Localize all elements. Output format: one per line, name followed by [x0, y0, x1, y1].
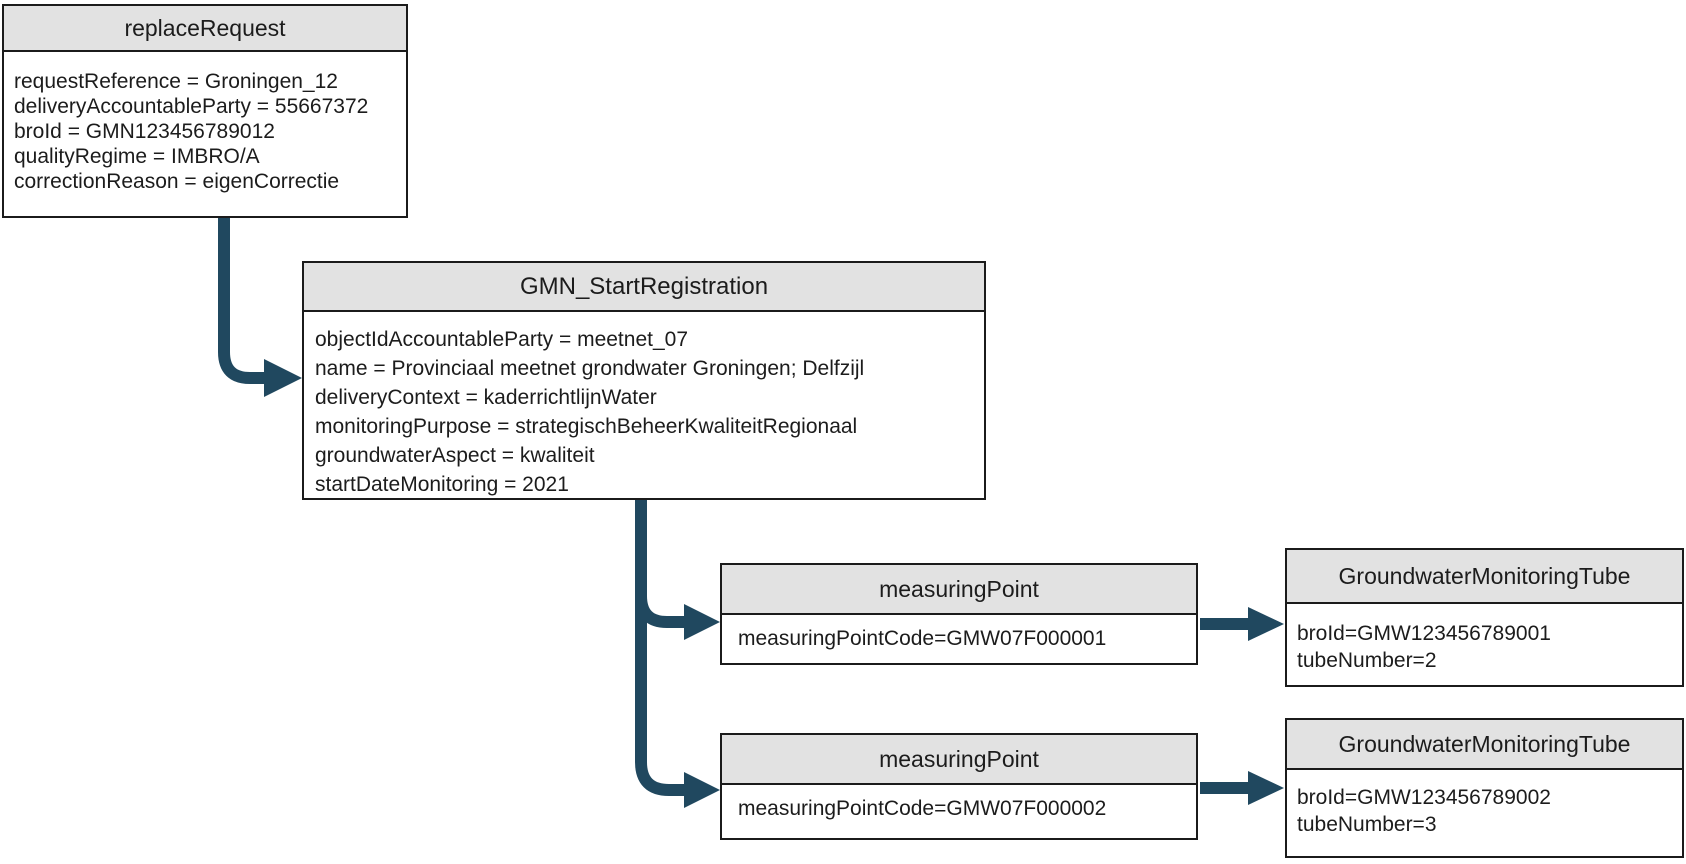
node-replace-request-body: requestReference = Groningen_12 delivery…	[4, 52, 406, 211]
node-attribute: broId=GMW123456789002	[1297, 786, 1551, 809]
node-title: measuringPoint	[879, 745, 1039, 772]
node-groundwater-monitoring-tube-1-header: GroundwaterMonitoringTube	[1287, 550, 1682, 604]
node-measuring-point-2-body: measuringPointCode=GMW07F000002	[722, 785, 1196, 833]
node-attribute: name = Provinciaal meetnet grondwater Gr…	[315, 357, 865, 380]
edge-measuringpoint2-to-tube2-arrow	[1200, 771, 1284, 805]
node-title: replaceRequest	[124, 14, 286, 41]
edge-measuringpoint1-to-tube1-arrow	[1200, 607, 1284, 641]
node-attribute: objectIdAccountableParty = meetnet_07	[315, 328, 688, 351]
node-measuring-point-1-body: measuringPointCode=GMW07F000001	[722, 615, 1196, 663]
node-attribute: broId = GMN123456789012	[14, 120, 275, 143]
edge-replacerequest-to-gmn-arrow	[218, 212, 302, 397]
node-measuring-point-2-header: measuringPoint	[722, 735, 1196, 785]
node-measuring-point-1-header: measuringPoint	[722, 565, 1196, 615]
node-attribute: measuringPointCode=GMW07F000002	[738, 797, 1107, 820]
node-attribute: correctionReason = eigenCorrectie	[14, 170, 340, 193]
node-attribute: qualityRegime = IMBRO/A	[14, 145, 260, 168]
edge-gmn-to-measuringpoint1-arrow	[635, 494, 720, 640]
node-attribute: startDateMonitoring = 2021	[315, 473, 569, 496]
node-attribute: monitoringPurpose = strategischBeheerKwa…	[315, 415, 858, 438]
node-groundwater-monitoring-tube-2: GroundwaterMonitoringTube broId=GMW12345…	[1285, 718, 1684, 858]
node-replace-request-header: replaceRequest	[4, 6, 406, 52]
edge-gmn-to-measuringpoint2-arrow	[635, 494, 720, 808]
node-title: GroundwaterMonitoringTube	[1338, 562, 1631, 589]
node-measuring-point-2: measuringPoint measuringPointCode=GMW07F…	[720, 733, 1198, 840]
node-attribute: broId=GMW123456789001	[1297, 622, 1551, 645]
node-groundwater-monitoring-tube-1: GroundwaterMonitoringTube broId=GMW12345…	[1285, 548, 1684, 687]
node-title: GroundwaterMonitoringTube	[1338, 730, 1631, 757]
node-attribute: tubeNumber=2	[1297, 649, 1437, 672]
node-attribute: groundwaterAspect = kwaliteit	[315, 444, 595, 467]
node-groundwater-monitoring-tube-1-body: broId=GMW123456789001 tubeNumber=2	[1287, 604, 1682, 690]
node-attribute: measuringPointCode=GMW07F000001	[738, 627, 1107, 650]
node-title: GMN_StartRegistration	[519, 272, 769, 300]
node-groundwater-monitoring-tube-2-header: GroundwaterMonitoringTube	[1287, 720, 1682, 770]
node-gmn-start-registration: GMN_StartRegistration objectIdAccountabl…	[302, 261, 986, 500]
node-attribute: tubeNumber=3	[1297, 813, 1437, 836]
node-title: measuringPoint	[879, 575, 1039, 602]
node-attribute: deliveryAccountableParty = 55667372	[14, 95, 369, 118]
node-measuring-point-1: measuringPoint measuringPointCode=GMW07F…	[720, 563, 1198, 665]
node-attribute: deliveryContext = kaderrichtlijnWater	[315, 386, 657, 409]
node-attribute: requestReference = Groningen_12	[14, 70, 338, 93]
node-groundwater-monitoring-tube-2-body: broId=GMW123456789002 tubeNumber=3	[1287, 770, 1682, 852]
node-gmn-start-registration-body: objectIdAccountableParty = meetnet_07 na…	[304, 312, 984, 512]
node-gmn-start-registration-header: GMN_StartRegistration	[304, 263, 984, 312]
node-replace-request: replaceRequest requestReference = Gronin…	[2, 4, 408, 218]
